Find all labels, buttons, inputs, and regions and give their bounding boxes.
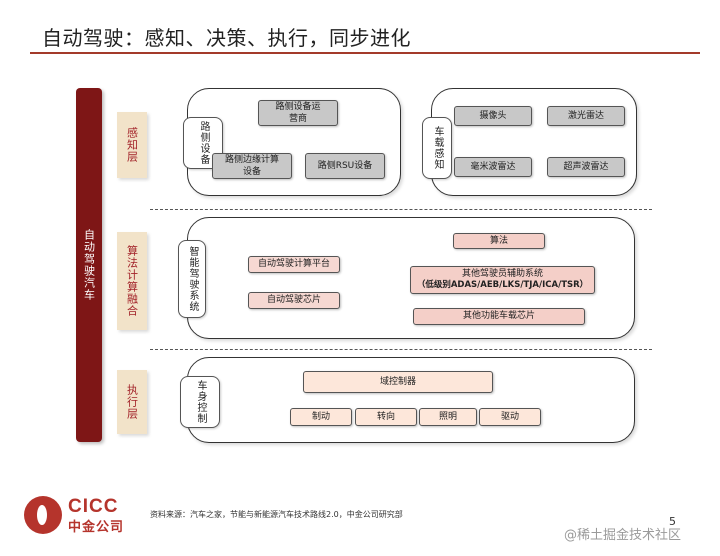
perception-layer-label: 感知层: [125, 127, 139, 163]
adas-levels: （低级别ADAS/AEB/LKS/TJA/ICA/TSR）: [416, 280, 589, 291]
other-chips-label: 其他功能车载芯片: [462, 311, 535, 322]
ultrasonic-radar-box: 超声波雷达: [547, 157, 625, 177]
page-number: 5: [669, 515, 676, 528]
adas-title: 其他驾驶员辅助系统: [461, 269, 543, 280]
ultrasonic-radar-label: 超声波雷达: [563, 161, 609, 172]
ad-chip-label: 自动驾驶芯片: [266, 295, 321, 306]
roadside-rsu-label: 路侧RSU设备: [317, 160, 373, 171]
lighting-box: 照明: [419, 408, 477, 426]
watermark: @稀土掘金技术社区: [564, 528, 682, 543]
roadside-operator-label: 路侧设备运营商: [275, 101, 321, 124]
other-chips-box: 其他功能车载芯片: [413, 308, 585, 325]
algorithm-layer-label: 算法计算融合: [125, 245, 139, 317]
mmwave-radar-box: 毫米波雷达: [454, 157, 532, 177]
steering-box: 转向: [355, 408, 417, 426]
onboard-sensing-group: [431, 88, 637, 196]
roadside-edge-computing-box: 路侧边缘计算设备: [212, 153, 292, 179]
source-note: 资料来源：汽车之家，节能与新能源汽车技术路线2.0，中金公司研究部: [150, 510, 403, 519]
camera-label: 摄像头: [479, 110, 507, 121]
onboard-category: 车载感知: [422, 117, 452, 179]
layer-label-perception: 感知层: [117, 112, 147, 178]
algorithm-box: 算法: [453, 233, 545, 249]
cicc-logo-icon: [24, 496, 62, 534]
lidar-box: 激光雷达: [547, 106, 625, 126]
body-control-category: 车身控制: [180, 376, 220, 428]
logo-chinese: 中金公司: [68, 520, 125, 535]
camera-box: 摄像头: [454, 106, 532, 126]
drive-label: 驱动: [500, 411, 519, 422]
layer-label-algorithm: 算法计算融合: [117, 232, 147, 330]
roadside-category: 路侧设备: [183, 117, 223, 169]
lidar-label: 激光雷达: [567, 110, 604, 121]
domain-controller-label: 域控制器: [379, 376, 416, 387]
mmwave-radar-label: 毫米波雷达: [470, 161, 516, 172]
algorithm-label: 算法: [489, 235, 508, 246]
ad-compute-platform-label: 自动驾驶计算平台: [257, 259, 330, 270]
intelligent-driving-category: 智能驾驶系统: [178, 240, 206, 318]
body-control-category-label: 车身控制: [195, 380, 206, 424]
onboard-category-label: 车载感知: [432, 126, 443, 170]
braking-label: 制动: [311, 411, 330, 422]
lighting-label: 照明: [438, 411, 457, 422]
title-divider: [30, 52, 700, 54]
domain-controller-box: 域控制器: [303, 371, 493, 393]
page-title: 自动驾驶：感知、决策、执行，同步进化: [42, 26, 411, 50]
ad-chip-box: 自动驾驶芯片: [248, 292, 340, 309]
autonomous-vehicle-banner: 自动驾驶汽车: [76, 88, 102, 442]
intelligent-driving-category-label: 智能驾驶系统: [187, 246, 198, 312]
execution-layer-label: 执行层: [125, 384, 139, 420]
ad-compute-platform-box: 自动驾驶计算平台: [248, 256, 340, 273]
roadside-edge-computing-label: 路侧边缘计算设备: [224, 154, 279, 177]
steering-label: 转向: [376, 411, 395, 422]
separator-algorithm-execution: [150, 349, 652, 350]
execution-group: [187, 357, 635, 443]
braking-box: 制动: [290, 408, 352, 426]
roadside-rsu-box: 路侧RSU设备: [305, 153, 385, 179]
roadside-operator-box: 路侧设备运营商: [258, 100, 338, 126]
layer-label-execution: 执行层: [117, 370, 147, 434]
vehicle-label: 自动驾驶汽车: [82, 229, 96, 301]
logo-english: CICC: [68, 496, 119, 517]
drive-box: 驱动: [479, 408, 541, 426]
separator-perception-algorithm: [150, 209, 652, 210]
adas-box: 其他驾驶员辅助系统 （低级别ADAS/AEB/LKS/TJA/ICA/TSR）: [410, 266, 595, 294]
roadside-category-label: 路侧设备: [198, 121, 209, 165]
